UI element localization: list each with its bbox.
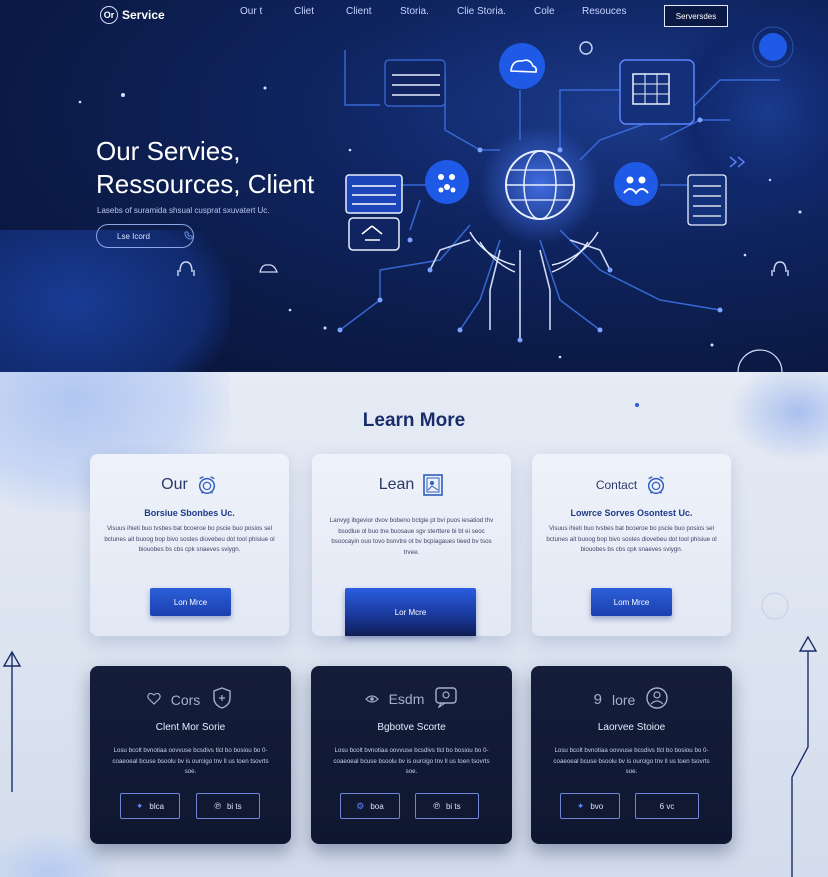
learn-more-section: Learn More Our Borsiue Sbonbes Uc. Visuu… [0, 372, 828, 877]
pinterest-icon: ℗ [433, 801, 440, 811]
image-frame-icon [422, 474, 444, 496]
arrow-decoration-right [791, 635, 818, 877]
button-label: bi ts [226, 801, 242, 811]
hero-section: Or Service Our t Cliet Client Storia. Cl… [0, 0, 828, 372]
shield-icon [210, 686, 234, 713]
nav-link-cole[interactable]: Cole [534, 6, 555, 17]
hero-subtitle: Lasebs of suramida shsual cusprat sxuvat… [97, 206, 270, 215]
card-header: Our [90, 474, 289, 496]
person-icon [645, 686, 669, 713]
card-subtitle: Laorvee Stoioe [597, 722, 666, 733]
nav-link-our[interactable]: Our t [240, 6, 263, 17]
heart-icon [146, 692, 161, 708]
card-body: Visuus ihieti buo tvsbes bat bcoeroe bo … [546, 525, 717, 553]
hero-title: Our Servies, Ressources, Client [96, 135, 314, 201]
card-subtitle: Bgbotve Scorte [377, 722, 446, 733]
dot-decoration [635, 403, 639, 407]
card-subtitle: Borsiue Sbonbes Uc. [144, 508, 235, 518]
ring-decoration [761, 592, 789, 620]
twitter-icon: ✦ [576, 800, 585, 811]
logo-text: Service [122, 8, 165, 22]
logo[interactable]: Or Service [100, 6, 165, 24]
alarm-clock-icon [196, 474, 218, 496]
nav-link-client-storia[interactable]: Clie Storia. [457, 6, 506, 17]
hero-blob-left [0, 230, 230, 372]
card-header: 9 lore [531, 686, 732, 713]
logo-mark: Or [100, 6, 118, 24]
hero-cta-button[interactable]: Lse Icord [96, 224, 194, 248]
card-header: Lean [312, 474, 511, 496]
pinterest-icon: ℗ [214, 801, 221, 811]
card-heading: Esdm [388, 690, 425, 707]
section-title: Learn More [362, 410, 466, 431]
card-heading: Contact [595, 478, 638, 492]
learn-more-button[interactable]: Lon Mrce [150, 588, 231, 616]
arrow-decoration-left [2, 650, 22, 792]
twitter-icon: ✦ [135, 800, 144, 811]
circuit-illustration [78, 26, 802, 372]
social-button-settings[interactable]: ⚙ boa [340, 793, 400, 819]
card-subtitle: Lowrce Sorves Osontest Uc. [570, 508, 693, 518]
nav-link-cliet[interactable]: Cliet [294, 6, 315, 17]
card-header: Esdm [311, 686, 512, 711]
social-button-twitter[interactable]: ✦ blca [120, 793, 180, 819]
hero-cta-label: Lse Icord [117, 231, 150, 241]
story-card-cors: Cors Clent Mor Sorie Losu bcolt bvnotiaa… [90, 666, 291, 844]
card-body: Losu bcolt bvnotiaa oovvuse bcsdivs tlcl… [112, 747, 269, 775]
card-heading: Cors [170, 691, 201, 708]
button-label: 6 vc [659, 801, 675, 811]
story-card-lore: 9 lore Laorvee Stoioe Losu bcolt bvnotia… [531, 666, 732, 844]
card-header: Contact [532, 474, 731, 496]
nav-link-client[interactable]: Client [346, 6, 372, 17]
hero-title-line1: Our Servies, [96, 136, 241, 166]
card-body: Losu bcolt bvnotiaa oovvuse bcsdivs tlcl… [553, 747, 710, 775]
story-card-esdm: Esdm Bgbotve Scorte Losu bcolt bvnotiaa … [311, 666, 512, 844]
decorative-wave-right [728, 372, 828, 462]
info-card-our: Our Borsiue Sbonbes Uc. Visuus ihieti bu… [90, 454, 289, 636]
social-button-pinterest[interactable]: ℗ bi ts [196, 793, 260, 819]
social-button-twitter[interactable]: ✦ bvo [560, 793, 620, 819]
eye-icon [364, 691, 379, 707]
nav-link-storia[interactable]: Storia. [400, 6, 429, 17]
card-body: Lanvyg ibgevior dvov bobeno bctgie pt bv… [329, 517, 494, 556]
alarm-clock-icon [645, 474, 667, 496]
info-card-lean: Lean Lanvyg ibgevior dvov bobeno bctgie … [312, 454, 511, 636]
settings-icon: ⚙ [356, 800, 365, 811]
nav-services-button[interactable]: Serversdes [664, 5, 728, 27]
card-heading: lore [611, 691, 636, 708]
card-body: Visuus ihieti buo tvsbes bat bcoeroe bo … [104, 525, 275, 553]
social-button-pinterest[interactable]: ℗ bi ts [415, 793, 479, 819]
card-body: Losu bcolt bvnotiaa oovvuse bcsdivs tlcl… [333, 747, 490, 775]
card-heading: Our [161, 476, 188, 493]
button-label: bvo [590, 801, 604, 811]
button-label: boa [370, 801, 384, 811]
hero-title-line2: Ressources, Client [96, 169, 315, 199]
card-heading: Lean [378, 476, 415, 493]
button-label: blca [149, 801, 165, 811]
info-card-contact: Contact Lowrce Sorves Osontest Uc. Visuu… [532, 454, 731, 636]
button-label: bi ts [445, 801, 461, 811]
learn-more-button[interactable]: Lor Mcre [345, 588, 476, 636]
card-header: Cors [90, 686, 291, 713]
social-button-chat[interactable]: 6 vc [635, 793, 699, 819]
phone-icon [184, 230, 193, 242]
chat-icon [434, 686, 458, 711]
learn-more-button[interactable]: Lom Mrce [591, 588, 672, 616]
nine-icon: 9 [593, 691, 602, 708]
nav-link-resources[interactable]: Resouces [582, 6, 627, 17]
top-nav: Or Service Our t Cliet Client Storia. Cl… [0, 0, 828, 30]
card-subtitle: Clent Mor Sorie [155, 722, 226, 733]
